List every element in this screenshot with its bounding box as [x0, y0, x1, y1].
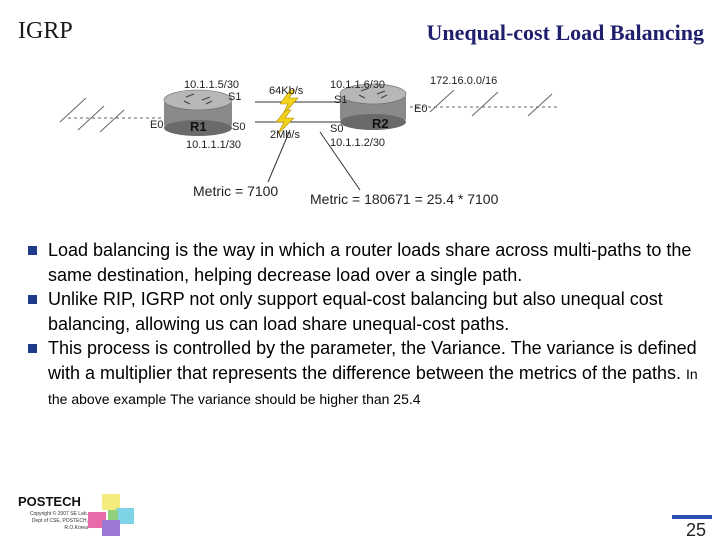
square-bullet-icon [28, 246, 37, 255]
link-bottom-speed: 2Mb/s [270, 129, 300, 141]
lightning-icon-top [279, 89, 299, 117]
metric-right-pointer [319, 131, 361, 190]
bullet-item: This process is controlled by the parame… [26, 336, 706, 412]
postech-logo: POSTECH [18, 494, 81, 509]
r1-label: R1 [190, 119, 207, 134]
r2-label: R2 [372, 116, 389, 131]
r1-s1-port: S1 [228, 91, 241, 103]
router-r1-icon [163, 89, 233, 136]
left-lan-segment [59, 97, 165, 133]
bullet-item: Load balancing is the way in which a rou… [26, 238, 706, 287]
square-bullet-icon [28, 344, 37, 353]
r1-s0-port: S0 [232, 121, 245, 133]
r2-s0-port: S0 [330, 123, 343, 135]
slide-section-label: IGRP [18, 18, 73, 44]
bullet-text: Load balancing is the way in which a rou… [48, 240, 692, 285]
r2-lan-address: 172.16.0.0/16 [430, 75, 497, 87]
color-blocks-logo-icon [88, 494, 134, 536]
lightning-icon-bottom [275, 109, 295, 135]
r1-s0-address: 10.1.1.1/30 [186, 139, 241, 151]
bullet-item: Unlike RIP, IGRP not only support equal-… [26, 287, 706, 336]
r2-s1-address: 10.1.1.6/30 [330, 79, 385, 91]
bullet-text: Unlike RIP, IGRP not only support equal-… [48, 289, 663, 334]
metric-left-label: Metric = 7100 [193, 183, 279, 199]
slide-title: Unequal-cost Load Balancing [426, 20, 705, 45]
square-bullet-icon [28, 295, 37, 304]
metric-left-pointer [267, 129, 291, 183]
r1-e0-port: E0 [150, 119, 163, 131]
r1-s1-address: 10.1.1.5/30 [184, 79, 239, 91]
bullet-note: In the above example The variance should… [48, 365, 698, 408]
bullet-text: This process is controlled by the parame… [48, 338, 697, 383]
metric-right-label: Metric = 180671 = 25.4 * 7100 [310, 191, 499, 207]
bullet-list: Load balancing is the way in which a rou… [26, 238, 706, 412]
router-r2-icon [339, 83, 407, 130]
network-diagram: 10.1.1.5/30 10.1.1.6/30 172.16.0.0/16 64… [59, 75, 560, 190]
page-number-rule [672, 515, 712, 519]
r2-e0-port: E0 [414, 103, 427, 115]
copyright-text: Copyright © 2007 SE Lab. Dept of CSE, PO… [29, 511, 88, 531]
link-top-speed: 64Kb/s [269, 85, 304, 97]
r2-s1-port: S1 [334, 94, 347, 106]
r2-s0-address: 10.1.1.2/30 [330, 137, 385, 149]
page-number: 25 [685, 520, 706, 540]
right-lan-segment [410, 89, 560, 117]
